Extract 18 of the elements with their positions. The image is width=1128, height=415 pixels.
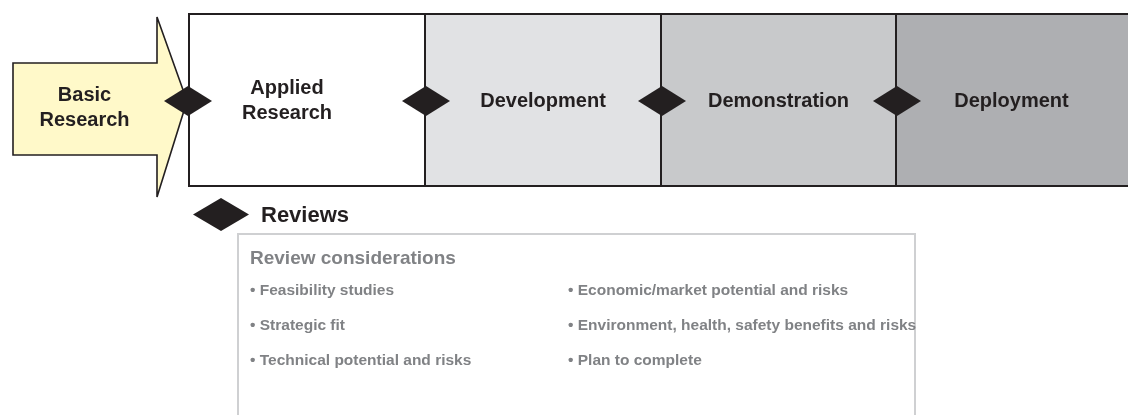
bullet-item: • Economic/market potential and risks [568,281,850,299]
legend-label: Reviews [261,201,350,228]
stage-box [897,13,1128,187]
stage-label: Demonstration [707,87,850,113]
stage-box [662,13,897,187]
stage-label: Basic Research [38,82,131,132]
bullet-item: • Technical potential and risks [250,351,473,369]
bullet-item: • Environment, health, safety benefits and risks [568,316,917,334]
stage-label: Deployment [954,87,1069,113]
bullet-item: • Feasibility studies [250,281,396,299]
bullet-item: • Plan to complete [568,351,703,369]
bullet-item: • Strategic fit [250,316,346,334]
stage-box [188,13,426,187]
panel-heading: Review considerations [250,247,456,269]
stage-label: Applied Research [240,75,334,125]
stage-label: Development [480,87,606,113]
stage-box [426,13,662,187]
considerations-panel [237,233,916,415]
